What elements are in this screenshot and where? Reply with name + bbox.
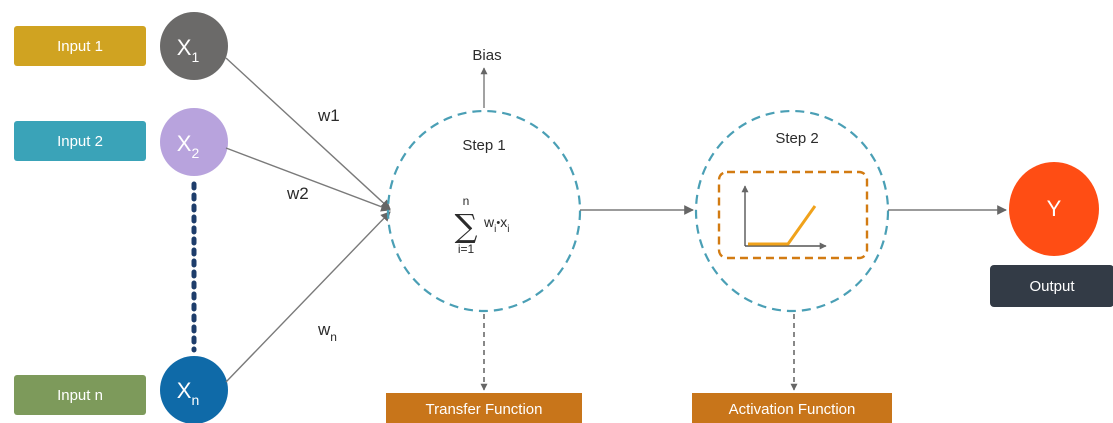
- step-2-activation-node: Step 2: [694, 109, 890, 313]
- output-symbol: Y: [1047, 196, 1062, 221]
- activation-curve: [748, 205, 817, 246]
- connection-x2: [225, 147, 391, 212]
- weight-wn-label: wn: [317, 320, 337, 344]
- activation-graph-box: [717, 170, 869, 260]
- input-n-box: Input n: [14, 375, 146, 415]
- input-1-box: Input 1: [14, 26, 146, 66]
- node-x1-subscript: 1: [191, 49, 199, 65]
- node-x2-subscript: 2: [191, 145, 199, 161]
- node-xn: Xn: [160, 356, 228, 423]
- output-box: Output: [990, 265, 1113, 307]
- node-xn-symbol: X: [177, 378, 192, 403]
- activation-function-label: Activation Function: [729, 401, 856, 418]
- output-node: Y: [1009, 162, 1099, 256]
- sum-term: wi•xi: [483, 214, 509, 235]
- connection-x1: [225, 57, 391, 210]
- bias-label: Bias: [472, 47, 501, 64]
- sum-upper-limit: n: [463, 194, 470, 208]
- step-1-summation-node: Step 1 n ∑ i=1 wi•xi: [386, 109, 582, 313]
- input-2-label: Input 2: [57, 133, 103, 150]
- node-xn-subscript: n: [191, 392, 199, 408]
- svg-text:Xn: Xn: [177, 378, 199, 408]
- output-label: Output: [1029, 278, 1075, 295]
- input-2-box: Input 2: [14, 121, 146, 161]
- node-x1: X1: [160, 12, 228, 80]
- step-2-title: Step 2: [775, 130, 818, 147]
- node-x1-symbol: X: [177, 35, 192, 60]
- step-1-title: Step 1: [462, 137, 505, 154]
- weight-w1-label: w1: [317, 106, 340, 125]
- weight-w2-label: w2: [286, 184, 309, 203]
- transfer-function-label: Transfer Function: [426, 401, 543, 418]
- transfer-function-box: Transfer Function: [386, 393, 582, 423]
- node-x2: X2: [160, 108, 228, 176]
- sum-symbol: ∑: [455, 207, 478, 245]
- svg-text:X1: X1: [177, 35, 200, 65]
- activation-function-box: Activation Function: [692, 393, 892, 423]
- connection-xn: [225, 211, 391, 383]
- input-n-label: Input n: [57, 387, 103, 404]
- svg-text:X2: X2: [177, 131, 200, 161]
- sum-lower-limit: i=1: [458, 242, 475, 256]
- node-x2-symbol: X: [177, 131, 192, 156]
- input-1-label: Input 1: [57, 38, 103, 55]
